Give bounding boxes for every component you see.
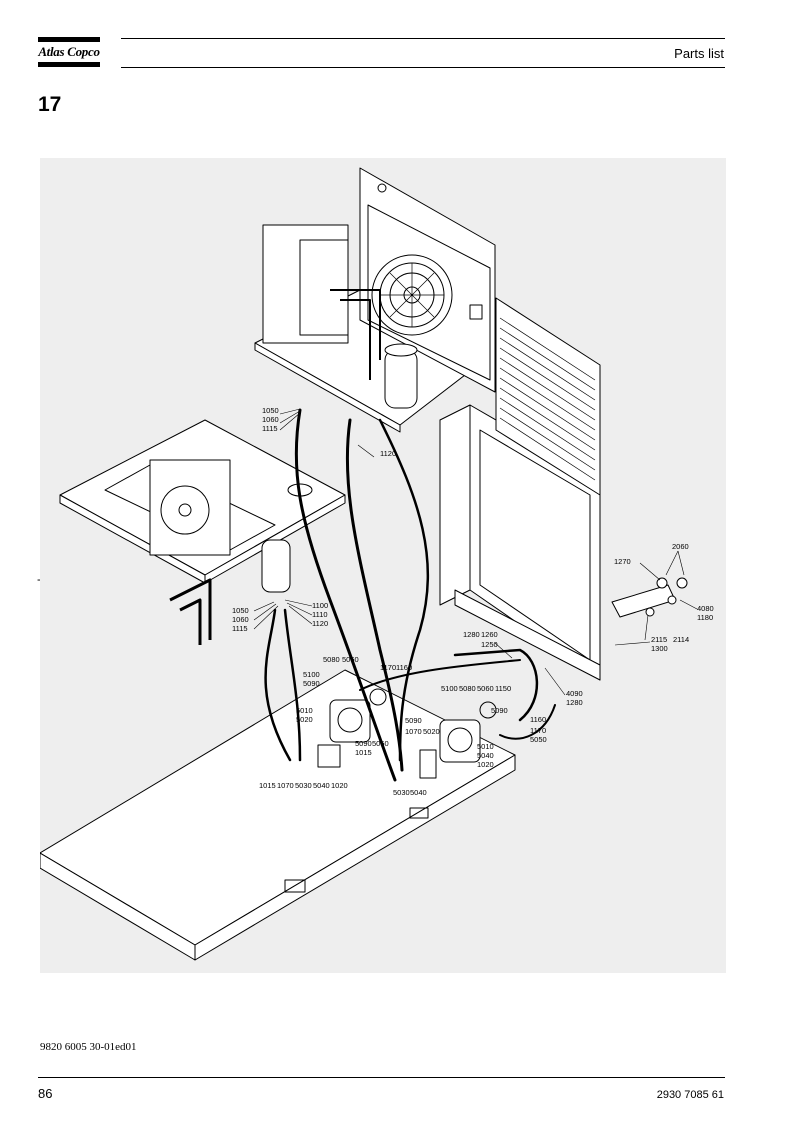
callout-5040-left: 5040: [313, 781, 330, 790]
callout-1260: 1260: [481, 630, 498, 639]
o-ring-left: [369, 688, 387, 706]
callout-1060-middle: 1060: [232, 615, 249, 624]
callout-1100: 1100: [312, 601, 328, 610]
callout-4090: 4090: [566, 689, 583, 698]
callout-1170-right: 1170: [530, 726, 546, 735]
callout-1160-left: 1160: [396, 663, 412, 672]
callout-1180: 1180: [697, 613, 713, 622]
callout-1280-top: 1280: [463, 630, 480, 639]
atlas-copco-logo: Atlas Copco: [38, 37, 100, 69]
callout-5030-left: 5030: [295, 781, 312, 790]
callout-5020-right: 5020: [423, 727, 440, 736]
callout-1050-middle: 1050: [232, 606, 249, 615]
callout-4080: 4080: [697, 604, 714, 613]
pump-module-right: [419, 719, 481, 779]
document-code: 9820 6005 30-01ed01: [40, 1041, 137, 1053]
header-title: Parts list: [674, 46, 724, 61]
callout-5090-left: 5090: [303, 679, 320, 688]
callout-5100-right: 5100: [441, 684, 458, 693]
callout-2114: 2114: [673, 635, 689, 644]
logo-bar-bottom: [38, 62, 100, 67]
callout-5080-right: 5080: [459, 684, 476, 693]
callout-1020-right: 1020: [477, 760, 494, 769]
callout-1070-left: 1070: [277, 781, 294, 790]
callout-5090-lower: 5090: [355, 739, 372, 748]
callout-1070-right: 1070: [405, 727, 422, 736]
callout-1160-right: 1160: [530, 715, 546, 724]
line-art: [40, 167, 688, 961]
header-rule-top: [121, 38, 725, 39]
footer-rule: [38, 1077, 725, 1078]
callout-5080-left: 5080: [323, 655, 340, 664]
callout-5090-right-a: 5090: [491, 706, 508, 715]
callout-5090-right-b: 5090: [405, 716, 422, 725]
callout-1280-bottom: 1280: [566, 698, 583, 707]
callout-5060-left: 5060: [342, 655, 359, 664]
callout-5050-right: 5050: [530, 735, 547, 744]
middle-unit-tray: [59, 419, 346, 645]
logo-brand-text: Atlas Copco: [38, 44, 100, 59]
callout-labels: 2060 1270 4080 1180 2115 2114 1300 1050 …: [232, 406, 714, 797]
callout-2115: 2115: [651, 635, 667, 644]
pump-module-left: [317, 699, 371, 768]
callout-1115-middle: 1115: [232, 624, 248, 633]
callout-1250: 1250: [481, 640, 498, 649]
margin-mark: -: [37, 572, 41, 586]
callout-1020-left: 1020: [331, 781, 348, 790]
section-number: 17: [38, 93, 62, 116]
logo-bar-top: [38, 37, 100, 42]
callout-1115-upper: 1115: [262, 424, 278, 433]
connector-strip: [611, 577, 688, 618]
callout-1050-upper: 1050: [262, 406, 279, 415]
page-number: 86: [38, 1086, 53, 1101]
header-rule-bottom: [121, 67, 725, 68]
callout-1110: 1110: [312, 610, 328, 619]
callout-1120-middle: 1120: [312, 619, 328, 628]
callout-1300: 1300: [651, 644, 668, 653]
callout-1170-left: 1170: [380, 663, 396, 672]
callout-5060-right: 5060: [477, 684, 494, 693]
callout-5040-bottom: 5040: [410, 788, 427, 797]
callout-1120-upper: 1120: [380, 449, 396, 458]
hoses: [264, 408, 556, 782]
callout-2060: 2060: [672, 542, 689, 551]
drawing-canvas: 2060 1270 4080 1180 2115 2114 1300 1050 …: [40, 158, 726, 973]
callout-5010-right: 5010: [477, 742, 494, 751]
callout-1060-upper: 1060: [262, 415, 279, 424]
callout-5010-left: 5010: [296, 706, 313, 715]
leader-lines: [253, 408, 698, 696]
callout-5040-right: 5040: [477, 751, 494, 760]
ventilation-grille: [495, 297, 601, 496]
callout-5020-left: 5020: [296, 715, 313, 724]
callout-1015-left: 1015: [259, 781, 276, 790]
callout-5030-right: 5030: [393, 788, 410, 797]
callout-1015-center: 1015: [355, 748, 372, 757]
base-plate: [40, 669, 516, 961]
callout-1150: 1150: [495, 684, 511, 693]
callout-5100-left: 5100: [303, 670, 320, 679]
exploded-parts-drawing: 2060 1270 4080 1180 2115 2114 1300 1050 …: [40, 158, 726, 973]
callout-5050-left: 5050: [372, 739, 389, 748]
part-number: 2930 7085 61: [656, 1089, 724, 1101]
o-ring-right: [479, 701, 497, 719]
callout-1270: 1270: [614, 557, 631, 566]
upper-unit-tray: [254, 167, 496, 433]
